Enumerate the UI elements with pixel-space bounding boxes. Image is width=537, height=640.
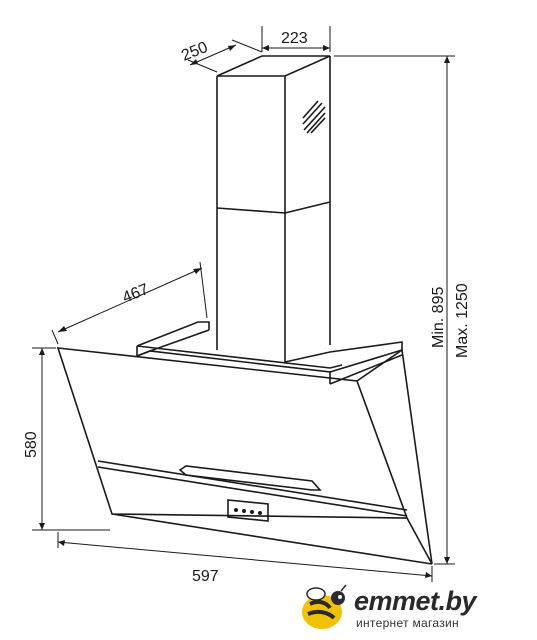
chimney-top [216,55,331,77]
dim-max-label: Max. 1250 [454,283,471,358]
hood-top-housing [136,321,403,385]
hood-handle [178,465,322,491]
dimension-lines [32,26,455,582]
control-panel [227,499,269,522]
bee-logo-icon [302,584,347,629]
dim-467-label: 467 [120,281,151,307]
hood-body [56,347,433,565]
chimney [216,55,331,362]
vent-grille [302,100,326,134]
dim-min-label: Min. 895 [430,287,447,348]
dim-250-label: 250 [179,39,210,65]
brand-name: emmet.by [354,586,477,616]
emmet-watermark: emmet.by интернет магазин [296,584,536,636]
dim-223-label: 223 [281,30,308,47]
dim-580-label: 580 [23,431,40,458]
brand-subtitle: интернет магазин [356,616,459,630]
dim-597-label: 597 [192,568,219,585]
